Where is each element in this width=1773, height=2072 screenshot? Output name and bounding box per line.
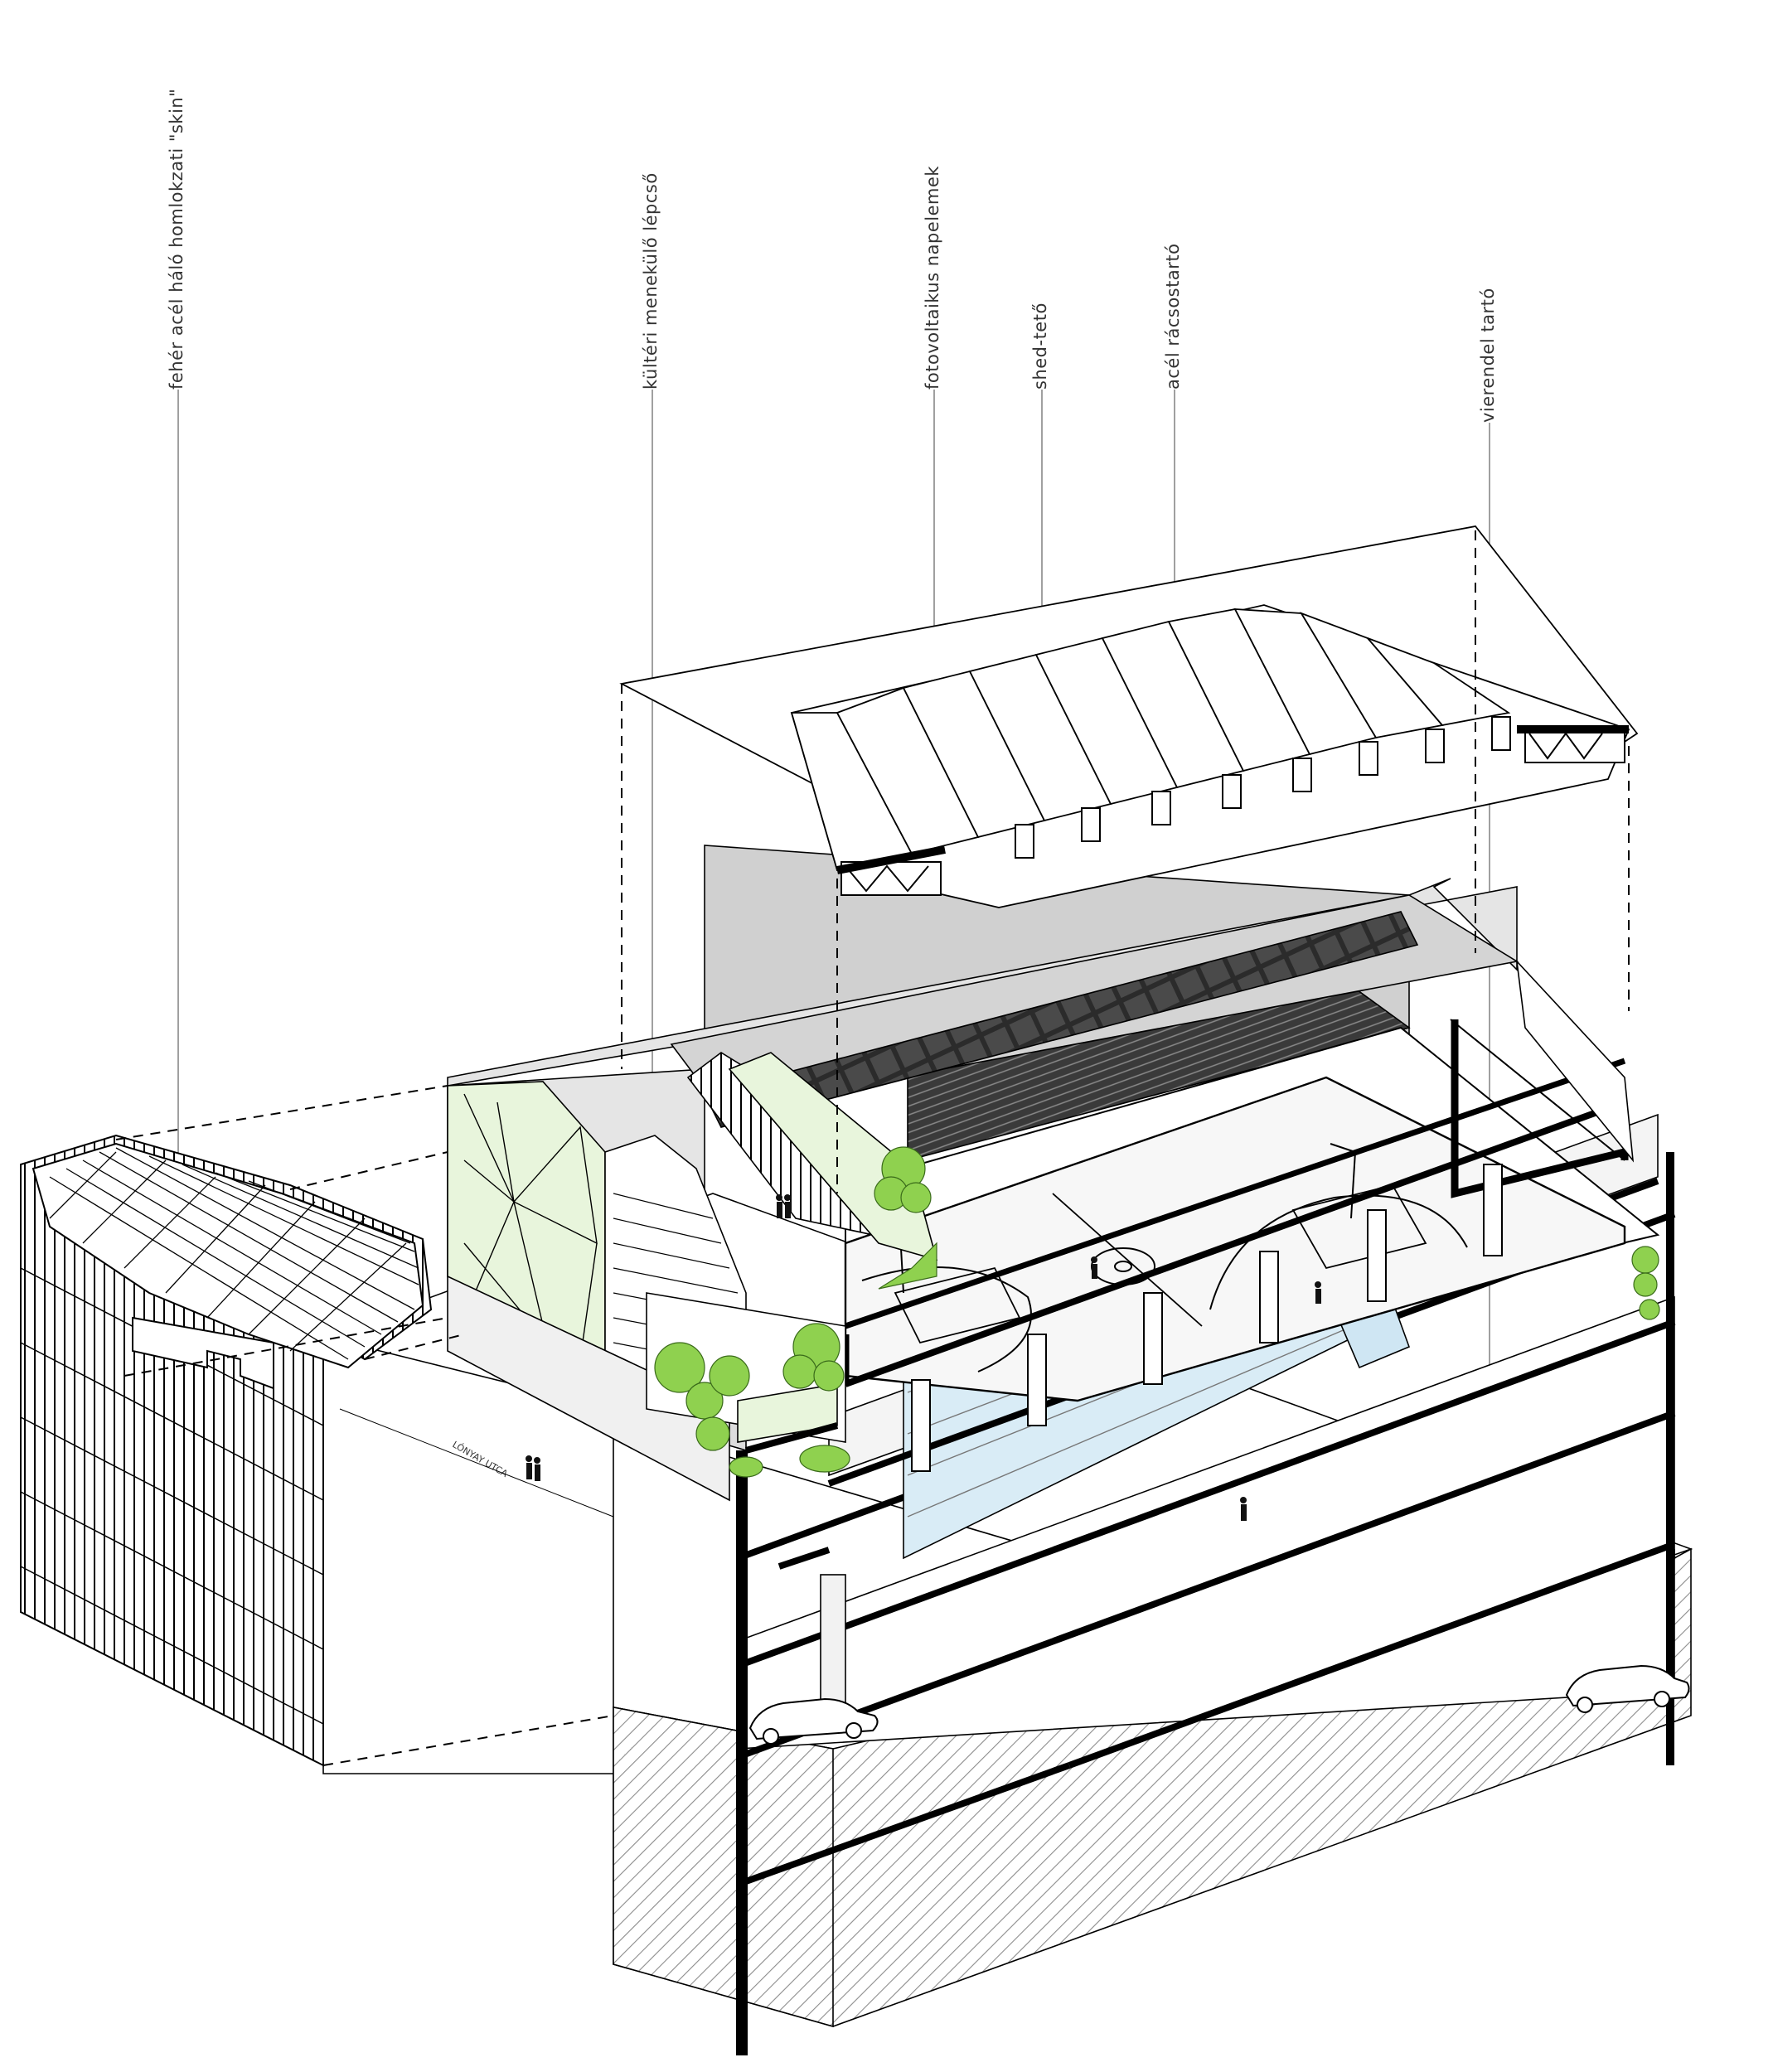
label-stair: kültéri menekülő lépcső	[641, 172, 661, 390]
vierendeel-truss-4	[1259, 1251, 1279, 1343]
tree-stair-1	[654, 1342, 750, 1420]
skin-diagrid-lines	[49, 1147, 419, 1360]
key-right	[1291, 1184, 1427, 1270]
label-shed: shed-tető	[1030, 303, 1050, 390]
person-2	[784, 1194, 791, 1218]
truss-6	[1359, 741, 1378, 776]
shrub-terrace-2	[799, 1445, 850, 1473]
podium-front	[447, 1275, 730, 1502]
basketball-court	[844, 1076, 1626, 1402]
label-vierendeel: vierendel tartó	[1478, 288, 1498, 423]
skin-opening	[132, 1316, 274, 1390]
vierendeel-truss-6	[1483, 1164, 1503, 1256]
tree-roof-2	[782, 1323, 845, 1392]
center-dot	[1114, 1261, 1132, 1272]
foundation-slab	[744, 1762, 1071, 1885]
tree-back	[1631, 1246, 1660, 1320]
roof-right-face	[1515, 959, 1635, 1163]
label-truss: acél rácsostartó	[1163, 244, 1183, 390]
earth-hatch-front	[613, 1706, 834, 2028]
court-section-line	[844, 1058, 1626, 1329]
court-centerline	[1052, 1193, 1203, 1327]
shed-roof-bays	[790, 608, 1511, 872]
truss-3	[1151, 791, 1171, 825]
pv-panels	[703, 911, 1419, 1128]
truss-2	[1081, 807, 1101, 842]
terrace-slab	[744, 1422, 839, 1454]
back-wall-section	[1451, 1019, 1629, 1198]
pool-edge	[778, 1547, 831, 1570]
facade-triangulation	[463, 1093, 598, 1360]
people	[526, 1194, 1321, 1521]
person-5	[526, 1455, 532, 1479]
car-back	[1565, 1664, 1690, 1713]
roof-section-left	[836, 845, 946, 874]
vierendeel-truss-5	[1367, 1209, 1387, 1302]
tree-roof-1	[874, 1146, 932, 1213]
foundation-slab-2	[1068, 1542, 1672, 1769]
truss-7	[1425, 729, 1445, 763]
trees	[654, 1146, 1660, 1478]
shrub-terrace-1	[729, 1456, 763, 1478]
car-front	[748, 1697, 879, 1745]
skin-diagrid-cap	[31, 1142, 424, 1369]
tree-stair-2	[695, 1416, 730, 1451]
basement-floor-upper	[736, 1319, 1676, 1669]
three-point-arc-right	[1209, 1194, 1468, 1310]
person-6	[534, 1457, 540, 1481]
label-skin: fehér acél háló homlokzati "skin"	[167, 89, 187, 390]
roof-exploded	[619, 525, 1639, 908]
steel-trusses	[840, 716, 1625, 896]
person-1	[776, 1194, 782, 1218]
elevator-shaft	[820, 1574, 846, 1708]
court-slab	[844, 1099, 1626, 1387]
vierendeel-truss-3	[1143, 1292, 1163, 1385]
vierendeel-truss-2	[1027, 1334, 1047, 1426]
vierendeel-truss-1	[911, 1379, 931, 1472]
roof-green-strip	[878, 1242, 937, 1290]
basement	[736, 1152, 1676, 2055]
vierendeel-trusses	[911, 1164, 1503, 1472]
truss-8	[1491, 716, 1511, 751]
truss-5	[1292, 758, 1312, 792]
explosion-lines	[115, 530, 1630, 1766]
person-4	[1240, 1497, 1247, 1521]
person-7	[1315, 1281, 1321, 1304]
person-3	[1091, 1256, 1097, 1279]
basement-floor-lower	[736, 1410, 1676, 1760]
label-pv: fotovoltaikus napelemek	[923, 166, 942, 390]
facade-skin	[20, 1134, 433, 1767]
truss-4	[1222, 774, 1242, 809]
street-edge	[339, 1408, 614, 1518]
truss-1	[1015, 824, 1034, 859]
